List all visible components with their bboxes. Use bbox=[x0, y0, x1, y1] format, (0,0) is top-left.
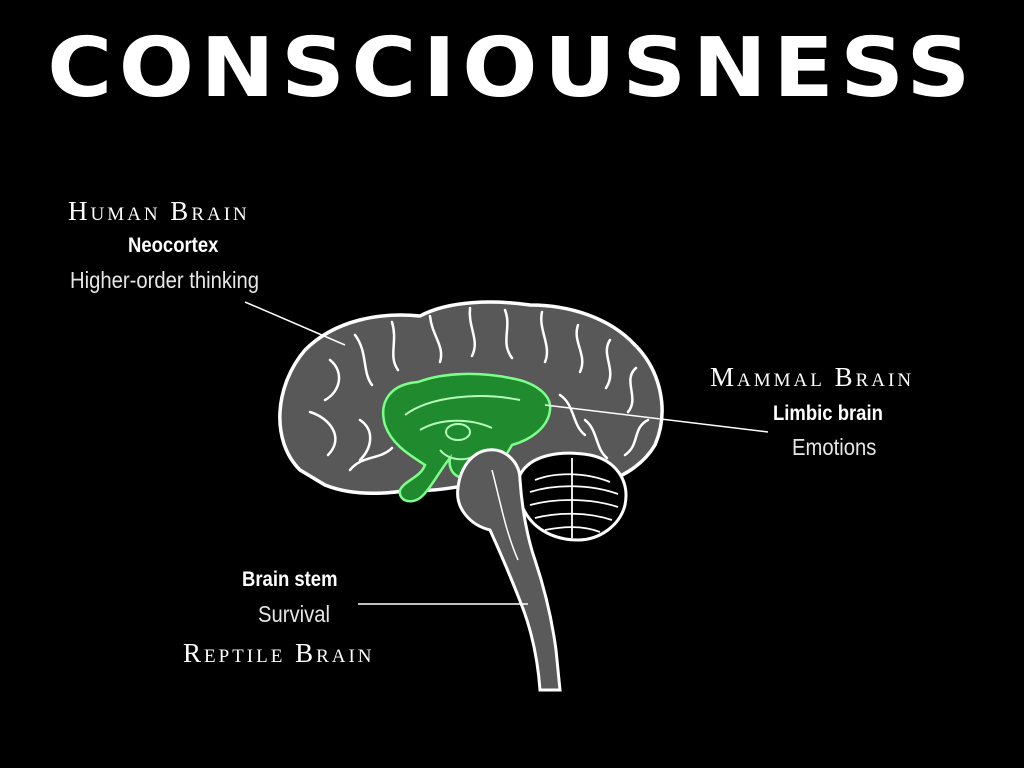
brain-stem-label: Brain stem bbox=[242, 568, 338, 591]
higher-order-label-group: Higher-order thinking bbox=[70, 267, 285, 294]
slide-title: CONSCIOUSNESS bbox=[47, 21, 977, 116]
emotions-label-group: Emotions bbox=[792, 434, 888, 461]
neocortex-leader-line bbox=[244, 301, 346, 346]
brain-stem-region bbox=[456, 448, 562, 692]
neocortex-label: Neocortex bbox=[128, 234, 219, 257]
reptile-brain-label-group: Reptile Brain bbox=[183, 638, 375, 669]
limbic-leader-line bbox=[544, 404, 769, 433]
cerebellum-region bbox=[516, 451, 628, 542]
survival-label-group: Survival bbox=[258, 601, 340, 628]
human-brain-heading: Human Brain bbox=[68, 196, 250, 226]
emotions-label: Emotions bbox=[792, 434, 877, 460]
higher-order-thinking-label: Higher-order thinking bbox=[70, 267, 260, 293]
limbic-brain-label: Limbic brain bbox=[773, 402, 883, 425]
survival-label: Survival bbox=[258, 601, 330, 627]
brain-stem-label-group: Brain stem bbox=[242, 568, 351, 592]
mammal-brain-label-group: Mammal Brain bbox=[710, 362, 914, 393]
human-brain-label-group: Human Brain bbox=[68, 196, 250, 227]
neocortex-label-group: Neocortex bbox=[128, 234, 231, 258]
reptile-brain-heading: Reptile Brain bbox=[183, 638, 375, 668]
mammal-brain-heading: Mammal Brain bbox=[710, 362, 915, 392]
limbic-label-group: Limbic brain bbox=[773, 402, 898, 426]
